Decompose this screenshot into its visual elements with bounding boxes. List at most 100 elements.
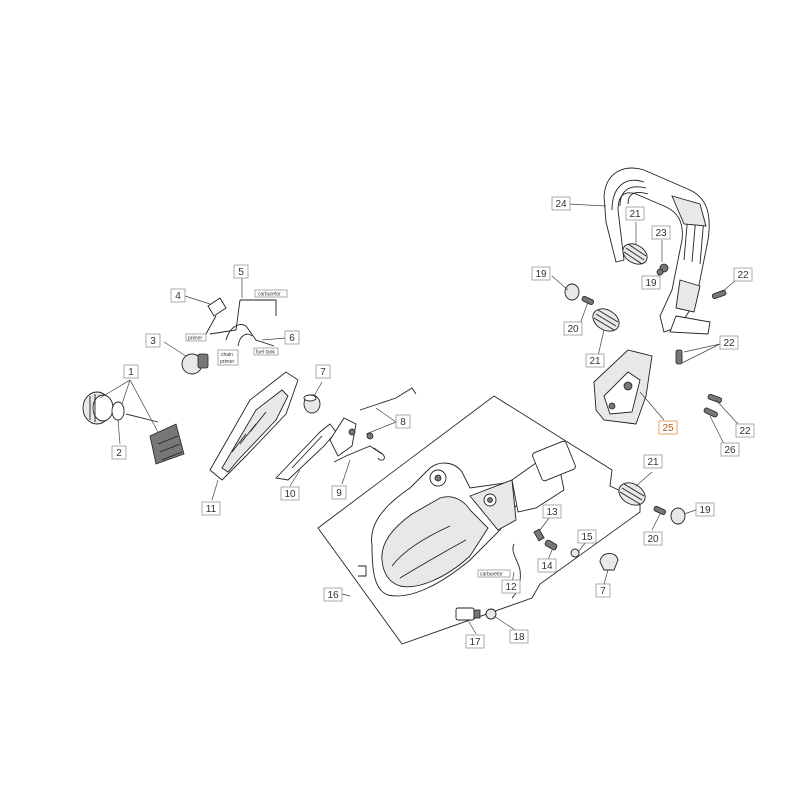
part-22-screw-c[interactable] — [707, 393, 723, 404]
part-2-o-ring[interactable] — [111, 401, 125, 421]
callout-box-10 — [280, 486, 300, 501]
callout-12[interactable]: 12 — [505, 582, 517, 593]
callout-6[interactable]: 6 — [289, 333, 295, 344]
part-22-screw-b[interactable] — [675, 349, 683, 365]
part-13-fitting[interactable] — [533, 528, 545, 542]
callout-25-highlighted[interactable]: 25 — [662, 423, 674, 434]
callout-24[interactable]: 24 — [555, 199, 567, 210]
hose-label-fuel-tank: fuel tank — [256, 350, 275, 356]
part-16-fuel-tank-housing[interactable] — [317, 395, 641, 645]
callout-2[interactable]: 2 — [116, 448, 122, 459]
part-24-front-handle[interactable] — [603, 167, 711, 335]
part-19-plug-small[interactable] — [656, 268, 664, 276]
callout-20-upper[interactable]: 20 — [567, 324, 579, 335]
callout-18[interactable]: 18 — [513, 632, 525, 643]
callout-box-16 — [323, 587, 343, 602]
hose-label-box-carburetor-bottom — [477, 569, 511, 578]
callout-3[interactable]: 3 — [150, 336, 156, 347]
callout-box-22c — [735, 423, 755, 438]
callout-box-11 — [201, 501, 221, 516]
callout-26[interactable]: 26 — [724, 445, 736, 456]
part-5-fuel-hose[interactable] — [205, 299, 277, 335]
hose-label-box-chain-primer — [217, 349, 239, 366]
callout-7-upper[interactable]: 7 — [320, 367, 326, 378]
callout-21-lower[interactable]: 21 — [647, 457, 659, 468]
part-4-hose-fitting[interactable] — [207, 297, 227, 317]
hose-label-carburetor-top: carburetor — [258, 292, 281, 298]
callout-box-21c — [643, 454, 663, 469]
part-8-lockout-assembly[interactable] — [329, 387, 417, 463]
part-21-av-spring-middle[interactable] — [589, 304, 623, 335]
hose-label-primer: primer — [188, 336, 203, 342]
callout-box-25-highlighted — [658, 420, 678, 435]
callout-box-21a — [625, 206, 645, 221]
hose-label-carburetor-bottom: carburetor — [480, 572, 503, 578]
callout-4[interactable]: 4 — [175, 291, 181, 302]
part-15-nut[interactable] — [570, 548, 580, 558]
callout-22-lower[interactable]: 22 — [739, 426, 751, 437]
callout-21-middle[interactable]: 21 — [589, 356, 601, 367]
part-20-screw-lower[interactable] — [653, 505, 667, 516]
callout-box-21b — [585, 353, 605, 368]
callout-17[interactable]: 17 — [469, 637, 481, 648]
callout-19-upper[interactable]: 19 — [535, 269, 547, 280]
part-9-trigger-spring[interactable] — [373, 447, 385, 461]
callout-box-17 — [465, 634, 485, 649]
callout-22-upper[interactable]: 22 — [737, 270, 749, 281]
callout-box-7a — [315, 364, 331, 379]
part-11-handle-cover[interactable] — [209, 371, 299, 481]
callout-box-14 — [537, 558, 557, 573]
callout-21-upper[interactable]: 21 — [629, 209, 641, 220]
part-14-screw[interactable] — [544, 539, 558, 551]
part-21-av-spring-lower[interactable] — [615, 478, 649, 509]
hose-label-chain-primer: primer — [220, 359, 235, 365]
callout-box-9 — [331, 485, 347, 500]
callout-box-4 — [170, 288, 186, 303]
callout-box-20a — [563, 321, 583, 336]
part-3-primer-bulb[interactable] — [181, 353, 209, 375]
part-18-cap[interactable] — [485, 608, 497, 620]
callout-8[interactable]: 8 — [400, 417, 406, 428]
callout-box-3 — [145, 333, 161, 348]
callout-box-19c — [695, 502, 715, 517]
callout-13[interactable]: 13 — [546, 507, 558, 518]
callout-box-12 — [501, 579, 521, 594]
callout-23[interactable]: 23 — [655, 228, 667, 239]
callout-labels: 1 2 3 4 5 6 7 8 9 10 11 12 13 14 15 16 1 — [111, 196, 755, 649]
callout-15[interactable]: 15 — [581, 532, 593, 543]
part-19-plug-upper[interactable] — [564, 283, 580, 301]
part-10-throttle-trigger[interactable] — [275, 423, 337, 481]
part-26-screw[interactable] — [703, 407, 718, 418]
hose-label-chain: chain — [221, 352, 233, 358]
callout-22-middle[interactable]: 22 — [723, 338, 735, 349]
callout-box-15 — [577, 529, 597, 544]
callout-16[interactable]: 16 — [327, 590, 339, 601]
part-22-screw-a[interactable] — [711, 289, 727, 300]
callout-box-19b — [641, 275, 661, 290]
callout-box-20b — [643, 531, 663, 546]
callout-box-22a — [733, 267, 753, 282]
callout-19-lower[interactable]: 19 — [699, 505, 711, 516]
callout-box-2 — [111, 445, 127, 460]
part-25-mounting-bracket[interactable] — [593, 349, 653, 425]
callout-7-lower[interactable]: 7 — [600, 586, 606, 597]
hose-label-box-primer — [185, 333, 207, 342]
part-17-valve-body[interactable] — [455, 607, 481, 621]
part-20-screw-upper[interactable] — [581, 295, 595, 306]
part-7-bushing-lower[interactable] — [599, 553, 619, 571]
callout-14[interactable]: 14 — [541, 561, 553, 572]
callout-10[interactable]: 10 — [284, 489, 296, 500]
callout-1[interactable]: 1 — [128, 367, 134, 378]
part-21-av-spring-upper[interactable] — [619, 240, 651, 269]
callout-box-6 — [284, 330, 300, 345]
callout-11[interactable]: 11 — [206, 504, 217, 515]
callout-5[interactable]: 5 — [238, 267, 244, 278]
part-6-return-hose[interactable] — [225, 324, 275, 347]
callout-9[interactable]: 9 — [336, 488, 342, 499]
callout-19-middle[interactable]: 19 — [645, 278, 657, 289]
callout-20-lower[interactable]: 20 — [647, 534, 659, 545]
part-1-filler-cap[interactable] — [82, 391, 185, 465]
callout-box-22b — [719, 335, 739, 350]
part-19-plug-lower[interactable] — [670, 507, 686, 525]
part-7-bushing-upper[interactable] — [303, 394, 321, 414]
